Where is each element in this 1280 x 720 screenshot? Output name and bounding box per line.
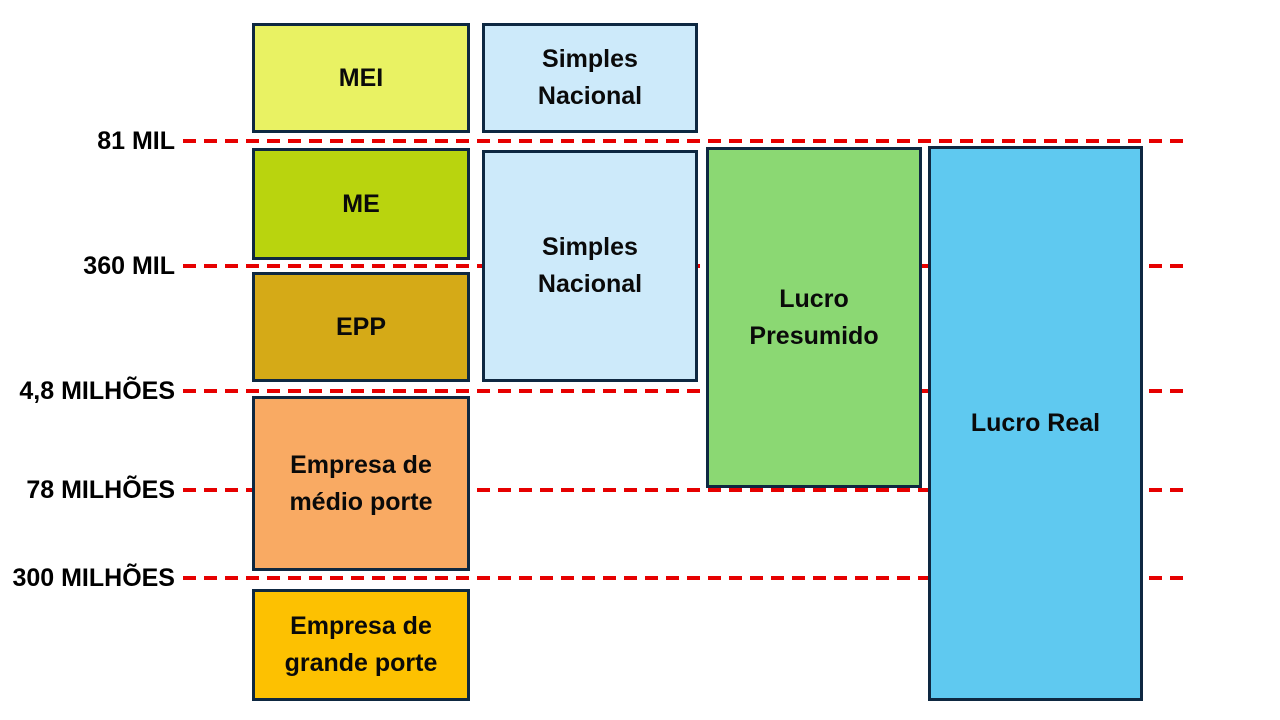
box-empresa-medio-porte: Empresa de médio porte [252, 396, 470, 571]
box-epp: EPP [252, 272, 470, 382]
threshold-line-78-milhoes [183, 488, 1185, 492]
threshold-label-81-mil: 81 MIL [97, 127, 175, 155]
threshold-line-300-milhoes [183, 576, 1185, 580]
box-lucro-real: Lucro Real [928, 146, 1143, 701]
box-simples-nacional: Simples Nacional [482, 150, 698, 382]
threshold-label-4-8-milhoes: 4,8 MILHÕES [19, 377, 175, 405]
box-mei: MEI [252, 23, 470, 133]
threshold-label-78-milhoes: 78 MILHÕES [26, 476, 175, 504]
threshold-line-81-mil [183, 139, 1185, 143]
threshold-label-360-mil: 360 MIL [83, 252, 175, 280]
box-me: ME [252, 148, 470, 260]
box-simples-nacional-mei: Simples Nacional [482, 23, 698, 133]
threshold-line-4-8-milhoes [183, 389, 1185, 393]
box-empresa-grande-porte: Empresa de grande porte [252, 589, 470, 701]
threshold-label-300-milhoes: 300 MILHÕES [12, 564, 175, 592]
box-lucro-presumido: Lucro Presumido [706, 147, 922, 488]
